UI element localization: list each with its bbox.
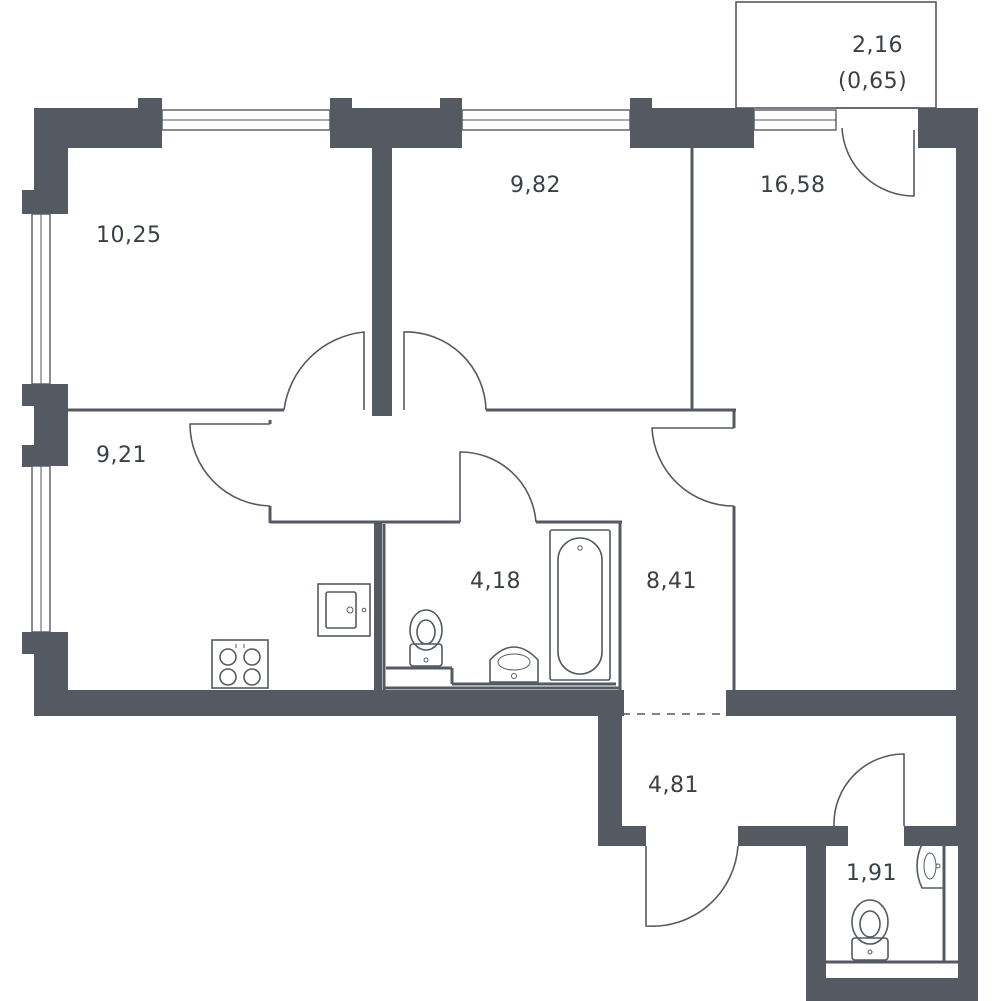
windows <box>31 109 837 633</box>
room-area-balcony: 2,16 <box>852 33 903 58</box>
interior-walls <box>68 148 958 964</box>
balcony <box>735 1 937 109</box>
room-area-bathroom: 4,18 <box>470 569 521 594</box>
wc-washbasin <box>916 843 945 889</box>
bathtub <box>549 529 611 681</box>
room-area-hall: 4,81 <box>648 773 699 798</box>
doors <box>189 127 915 928</box>
room-area-kitchen: 9,21 <box>96 443 147 468</box>
kitchen-sink <box>317 583 371 637</box>
room-area-corridor: 8,41 <box>646 569 697 594</box>
outer-walls <box>22 98 978 1001</box>
kitchen-stove <box>211 639 269 689</box>
room-area-living-room: 16,58 <box>760 173 825 198</box>
bathroom-toilet <box>409 609 443 667</box>
room-area-bedroom-middle: 9,82 <box>510 173 561 198</box>
room-area-balcony-sub: (0,65) <box>838 69 907 94</box>
room-area-bedroom-left: 10,25 <box>96 223 161 248</box>
wc-toilet <box>851 899 889 961</box>
room-area-wc: 1,91 <box>846 861 897 886</box>
bathroom-washbasin <box>489 646 539 683</box>
